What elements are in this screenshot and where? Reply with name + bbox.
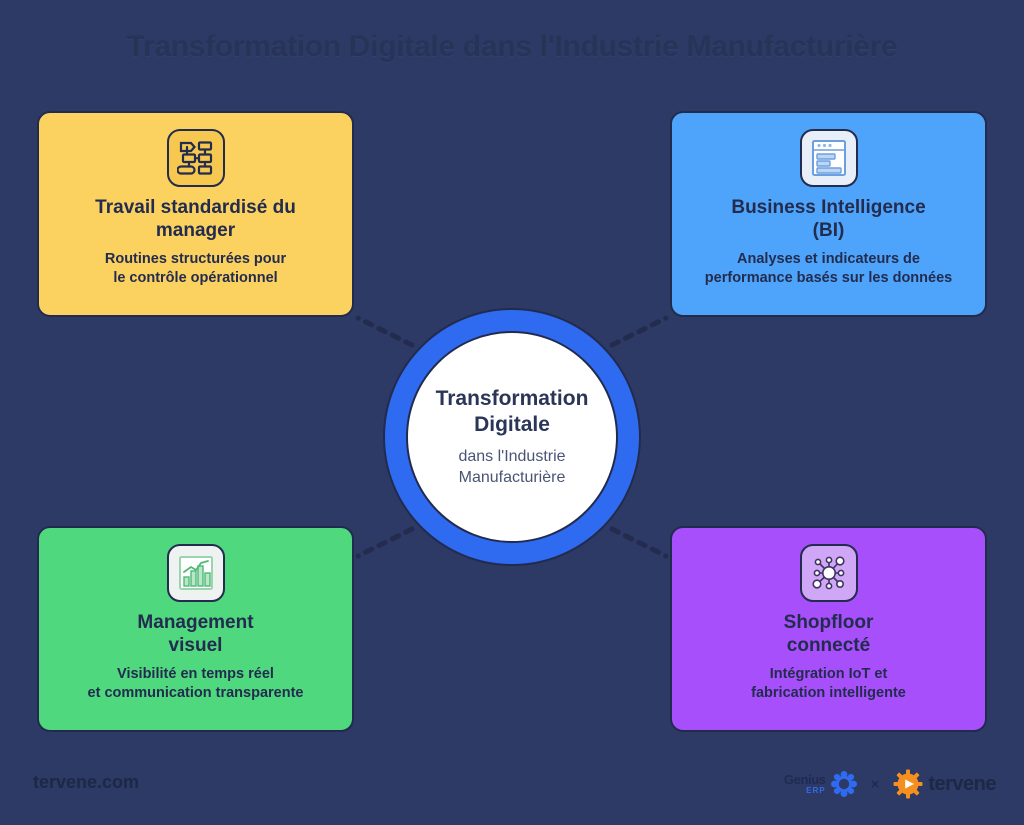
- erp-logo-text: ERP: [806, 786, 826, 795]
- card-desc-line1: Analyses et indicateurs de: [737, 250, 920, 267]
- card-title-line1: Business Intelligence: [731, 197, 926, 218]
- dashboard-report-icon: [811, 140, 846, 176]
- tervene-sun-play-icon: [893, 769, 923, 799]
- partner-logo-genius-erp[interactable]: Genius ERP: [784, 771, 857, 797]
- bar-chart-icon-wrapper: [166, 544, 225, 602]
- card-desc-line2: fabrication intelligente: [751, 685, 906, 702]
- card-title-line2: (BI): [812, 220, 845, 242]
- card-desc-line1: Intégration IoT et: [769, 665, 888, 682]
- card-visual-management[interactable]: Management visuel Visibilité en temps ré…: [37, 526, 354, 732]
- genius-logo-text: Genius: [783, 772, 826, 787]
- footer-website-url[interactable]: tervene.com: [33, 772, 140, 792]
- card-connected-shopfloor[interactable]: Shopfloor connecté Intégration IoT et fa…: [670, 526, 987, 732]
- center-subtitle: dans l'Industrie Manufacturière: [458, 447, 565, 489]
- center-title-line2: Digitale: [474, 413, 550, 437]
- dashboard-report-icon-wrapper: [799, 129, 858, 187]
- footer-logos: Genius ERP ×: [784, 766, 996, 802]
- network-hub-icon-wrapper: [799, 544, 858, 602]
- card-desc-line1: Routines structurées pour: [104, 250, 287, 267]
- center-hub-inner: Transformation Digitale dans l'Industrie…: [406, 331, 618, 543]
- page-title: Transformation Digitale dans l'Industrie…: [126, 30, 898, 63]
- card-business-intelligence[interactable]: Business Intelligence (BI) Analyses et i…: [670, 111, 987, 317]
- network-hub-icon: [811, 556, 845, 590]
- card-description: Analyses et indicateurs de performance b…: [705, 250, 952, 289]
- center-subtitle-line1: dans l'Industrie: [458, 447, 566, 465]
- connector-top-left: [355, 315, 415, 348]
- card-desc-line1: Visibilité en temps réel: [117, 665, 274, 682]
- card-desc-line2: le contrôle opérationnel: [113, 270, 278, 287]
- card-desc-line2: performance basés sur les données: [704, 270, 953, 287]
- card-title-line1: Shopfloor: [783, 612, 874, 633]
- logo-separator-x: ×: [870, 775, 880, 793]
- center-subtitle-line2: Manufacturière: [458, 468, 566, 486]
- genius-wordmark: Genius ERP: [784, 773, 826, 795]
- center-hub[interactable]: Transformation Digitale dans l'Industrie…: [383, 308, 641, 566]
- card-description: Visibilité en temps réel et communicatio…: [88, 665, 304, 704]
- flowchart-icon: [176, 141, 212, 175]
- card-title-line1: Management: [137, 612, 254, 633]
- center-title: Transformation Digitale: [436, 386, 589, 439]
- card-desc-line2: et communication transparente: [87, 685, 304, 702]
- bar-chart-icon: [178, 556, 213, 590]
- flowchart-icon-wrapper: [166, 129, 225, 187]
- card-description: Routines structurées pour le contrôle op…: [105, 250, 286, 289]
- card-title: Travail standardisé du manager: [95, 196, 296, 243]
- tervene-logo-text: tervene: [928, 772, 996, 795]
- connector-bottom-left: [355, 526, 415, 559]
- center-title-line1: Transformation: [435, 386, 589, 410]
- connector-top-right: [609, 315, 669, 348]
- card-title-line1: Travail standardisé du: [95, 197, 296, 218]
- connector-bottom-right: [609, 526, 669, 559]
- brand-logo-tervene[interactable]: tervene: [893, 769, 996, 799]
- genius-gear-ring-icon: [830, 771, 857, 797]
- card-standard-work[interactable]: Travail standardisé du manager Routines …: [37, 111, 354, 317]
- card-title: Shopfloor connecté: [784, 611, 874, 658]
- card-title-line2: visuel: [168, 635, 223, 657]
- card-description: Intégration IoT et fabrication intellige…: [751, 665, 906, 704]
- card-title-line2: connecté: [786, 635, 871, 657]
- card-title: Business Intelligence (BI): [731, 196, 925, 243]
- card-title-line2: manager: [155, 220, 236, 242]
- card-title: Management visuel: [137, 611, 253, 658]
